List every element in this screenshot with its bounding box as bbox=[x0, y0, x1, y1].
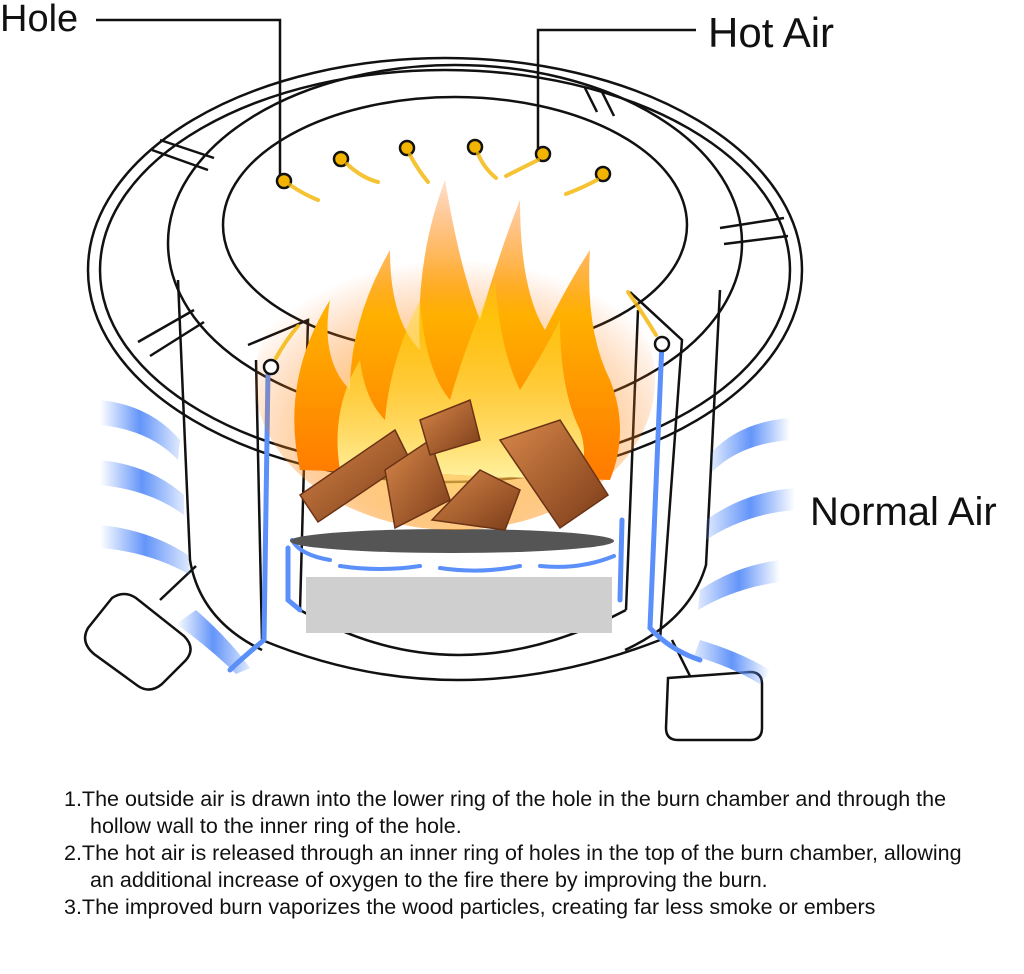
note-item: 3.The improved burn vaporizes the wood p… bbox=[64, 895, 876, 919]
hole-wall-right bbox=[626, 290, 671, 353]
ash-pan bbox=[306, 577, 612, 633]
hole-leader-line bbox=[96, 18, 282, 178]
hole-2 bbox=[332, 150, 380, 184]
hole-wall-left bbox=[262, 324, 300, 376]
air-channel-right bbox=[617, 339, 703, 663]
hot-air-holes bbox=[262, 138, 671, 376]
grate bbox=[290, 529, 614, 553]
hole-label: Hole bbox=[0, 0, 79, 40]
normal-air-label: Normal Air bbox=[810, 490, 997, 534]
firewood-logs bbox=[298, 398, 610, 531]
normal-air-waves-right bbox=[694, 418, 795, 684]
smokeless-fire-pit-diagram bbox=[83, 18, 804, 742]
explanation-notes: 1.The outside air is drawn into the lowe… bbox=[64, 786, 964, 921]
air-channel-bottom bbox=[290, 538, 616, 573]
air-channel-left bbox=[227, 369, 303, 673]
hot-air-leader-line bbox=[536, 28, 696, 150]
normal-air-waves-left bbox=[100, 400, 250, 674]
hole-5 bbox=[504, 145, 552, 178]
hole-4 bbox=[466, 138, 498, 180]
hot-air-label: Hot Air bbox=[708, 9, 835, 56]
note-item: 2.The hot air is released through an inn… bbox=[64, 841, 962, 892]
note-item: 1.The outside air is drawn into the lowe… bbox=[64, 787, 947, 838]
hole-3 bbox=[398, 139, 430, 184]
pit-foot-left bbox=[83, 565, 197, 691]
flames bbox=[294, 180, 620, 480]
hole-6 bbox=[564, 165, 612, 196]
hole-1 bbox=[275, 172, 320, 202]
